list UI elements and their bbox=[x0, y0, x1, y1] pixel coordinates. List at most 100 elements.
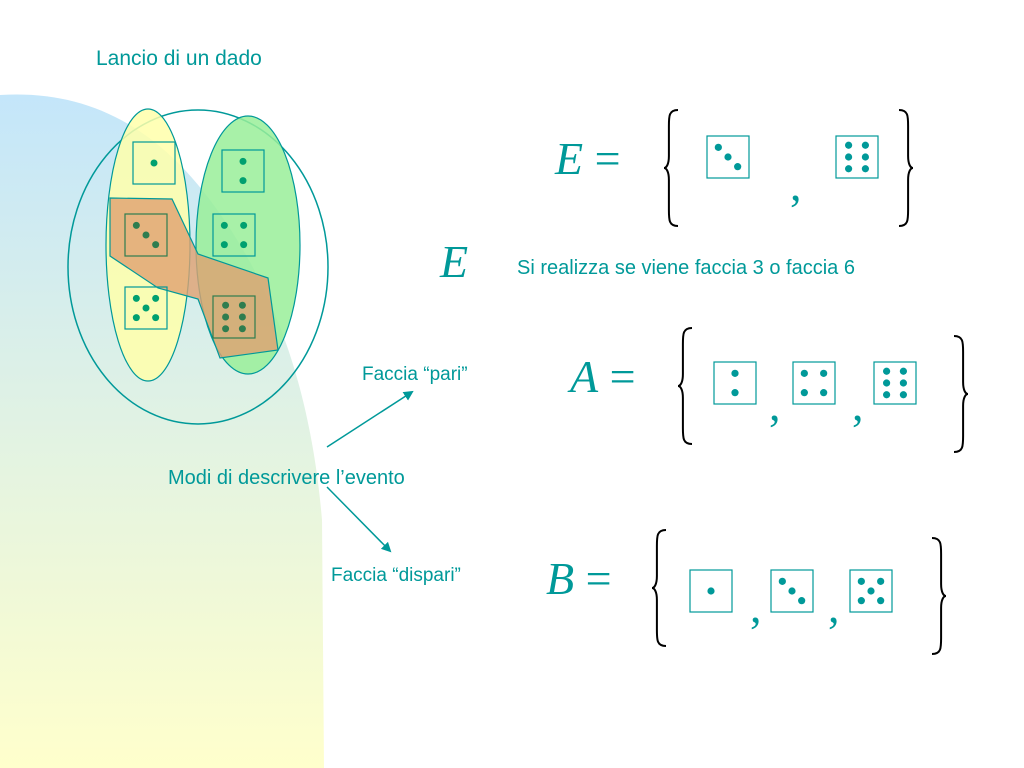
set-a-equation: A = bbox=[570, 350, 636, 403]
odd-faces-label: Faccia “dispari” bbox=[331, 565, 461, 586]
sample-space-ellipse bbox=[67, 109, 329, 425]
set-a-open-brace bbox=[677, 327, 693, 445]
die-pip bbox=[798, 597, 806, 605]
die-pip bbox=[883, 391, 891, 399]
arrow-to-even bbox=[326, 390, 414, 448]
die-face-border bbox=[835, 135, 879, 179]
die-pip bbox=[899, 379, 908, 387]
die-face-border bbox=[873, 361, 917, 405]
diagram-die-five bbox=[124, 286, 168, 330]
set-b-comma-1: , bbox=[750, 581, 762, 632]
die-pip bbox=[220, 221, 228, 229]
die-pip bbox=[222, 313, 230, 321]
die-pip bbox=[899, 367, 908, 375]
die-pip bbox=[239, 177, 247, 185]
set-b-die-three bbox=[770, 569, 814, 613]
set-e-equation: E = bbox=[555, 132, 621, 185]
die-face-border bbox=[221, 149, 265, 193]
set-a-close-brace bbox=[953, 335, 969, 453]
diagram-dice bbox=[124, 141, 265, 339]
set-b-die-one bbox=[689, 569, 733, 613]
die-face-border bbox=[713, 361, 757, 405]
die-pip bbox=[788, 587, 796, 595]
die-pip bbox=[142, 231, 150, 239]
die-pip bbox=[867, 587, 875, 595]
set-a-comma-1: , bbox=[769, 379, 781, 430]
diagram-die-one bbox=[132, 141, 176, 185]
event-description-modes-label: Modi di descrivere l’evento bbox=[168, 467, 405, 489]
set-a-equals: = bbox=[609, 351, 636, 402]
set-e-equals: = bbox=[594, 133, 621, 184]
die-pip bbox=[152, 314, 160, 322]
die-pip bbox=[861, 153, 870, 161]
die-pip bbox=[899, 391, 908, 399]
die-pip bbox=[731, 389, 739, 397]
even-faces-label: Faccia “pari” bbox=[362, 364, 468, 385]
die-pip bbox=[800, 369, 808, 377]
set-a-comma-2: , bbox=[852, 379, 864, 430]
die-pip bbox=[222, 301, 230, 309]
die-pip bbox=[132, 314, 140, 322]
die-face-border bbox=[212, 295, 256, 339]
die-pip bbox=[857, 577, 865, 585]
diagram-die-four bbox=[212, 213, 256, 257]
die-face-border bbox=[792, 361, 836, 405]
die-pip bbox=[152, 294, 160, 302]
set-b-equals: = bbox=[585, 553, 612, 604]
die-pip bbox=[883, 379, 891, 387]
set-e-symbol: E bbox=[555, 133, 584, 184]
arrow-to-odd bbox=[326, 486, 392, 553]
set-b-symbol: B bbox=[546, 553, 575, 604]
die-pip bbox=[714, 143, 722, 151]
set-b-die-five bbox=[849, 569, 893, 613]
diagram-die-six bbox=[212, 295, 256, 339]
die-pip bbox=[220, 241, 228, 249]
set-e-close-brace bbox=[898, 109, 914, 227]
set-b-equation: B = bbox=[546, 552, 612, 605]
die-pip bbox=[857, 597, 865, 605]
die-pip bbox=[861, 141, 870, 149]
die-pip bbox=[877, 597, 885, 605]
die-pip bbox=[734, 163, 742, 171]
die-pip bbox=[132, 294, 140, 302]
die-pip bbox=[239, 157, 247, 165]
set-a-die-two bbox=[713, 361, 757, 405]
die-pip bbox=[724, 153, 732, 161]
die-pip bbox=[861, 165, 870, 173]
die-pip bbox=[845, 165, 853, 173]
die-pip bbox=[222, 325, 230, 333]
die-pip bbox=[731, 369, 739, 377]
die-face-border bbox=[124, 286, 168, 330]
die-pip bbox=[238, 313, 246, 321]
die-pip bbox=[238, 301, 246, 309]
die-pip bbox=[820, 369, 828, 377]
set-brackets bbox=[651, 109, 969, 655]
die-pip bbox=[132, 221, 140, 229]
event-symbol: E bbox=[440, 236, 469, 287]
die-face-border bbox=[689, 569, 733, 613]
die-pip bbox=[240, 221, 248, 229]
set-a-die-six bbox=[873, 361, 917, 405]
set-e-die-six bbox=[835, 135, 879, 179]
die-pip bbox=[800, 389, 808, 397]
set-b-close-brace bbox=[931, 537, 947, 655]
set-a-die-four bbox=[792, 361, 836, 405]
die-pip bbox=[142, 304, 150, 312]
diagram-die-two bbox=[221, 149, 265, 193]
die-pip bbox=[845, 153, 853, 161]
die-pip bbox=[152, 241, 160, 249]
diagram-die-three bbox=[124, 213, 168, 257]
set-e-open-brace bbox=[663, 109, 679, 227]
die-face-border bbox=[124, 213, 168, 257]
die-pip bbox=[845, 141, 853, 149]
die-pip bbox=[778, 577, 786, 585]
die-pip bbox=[883, 367, 891, 375]
set-a-symbol: A bbox=[570, 351, 599, 402]
event-description: Si realizza se viene faccia 3 o faccia 6 bbox=[517, 257, 855, 279]
die-pip bbox=[877, 577, 885, 585]
set-b-open-brace bbox=[651, 529, 667, 647]
event-region bbox=[109, 197, 279, 359]
die-pip bbox=[238, 325, 246, 333]
set-e-comma: , bbox=[790, 159, 802, 210]
